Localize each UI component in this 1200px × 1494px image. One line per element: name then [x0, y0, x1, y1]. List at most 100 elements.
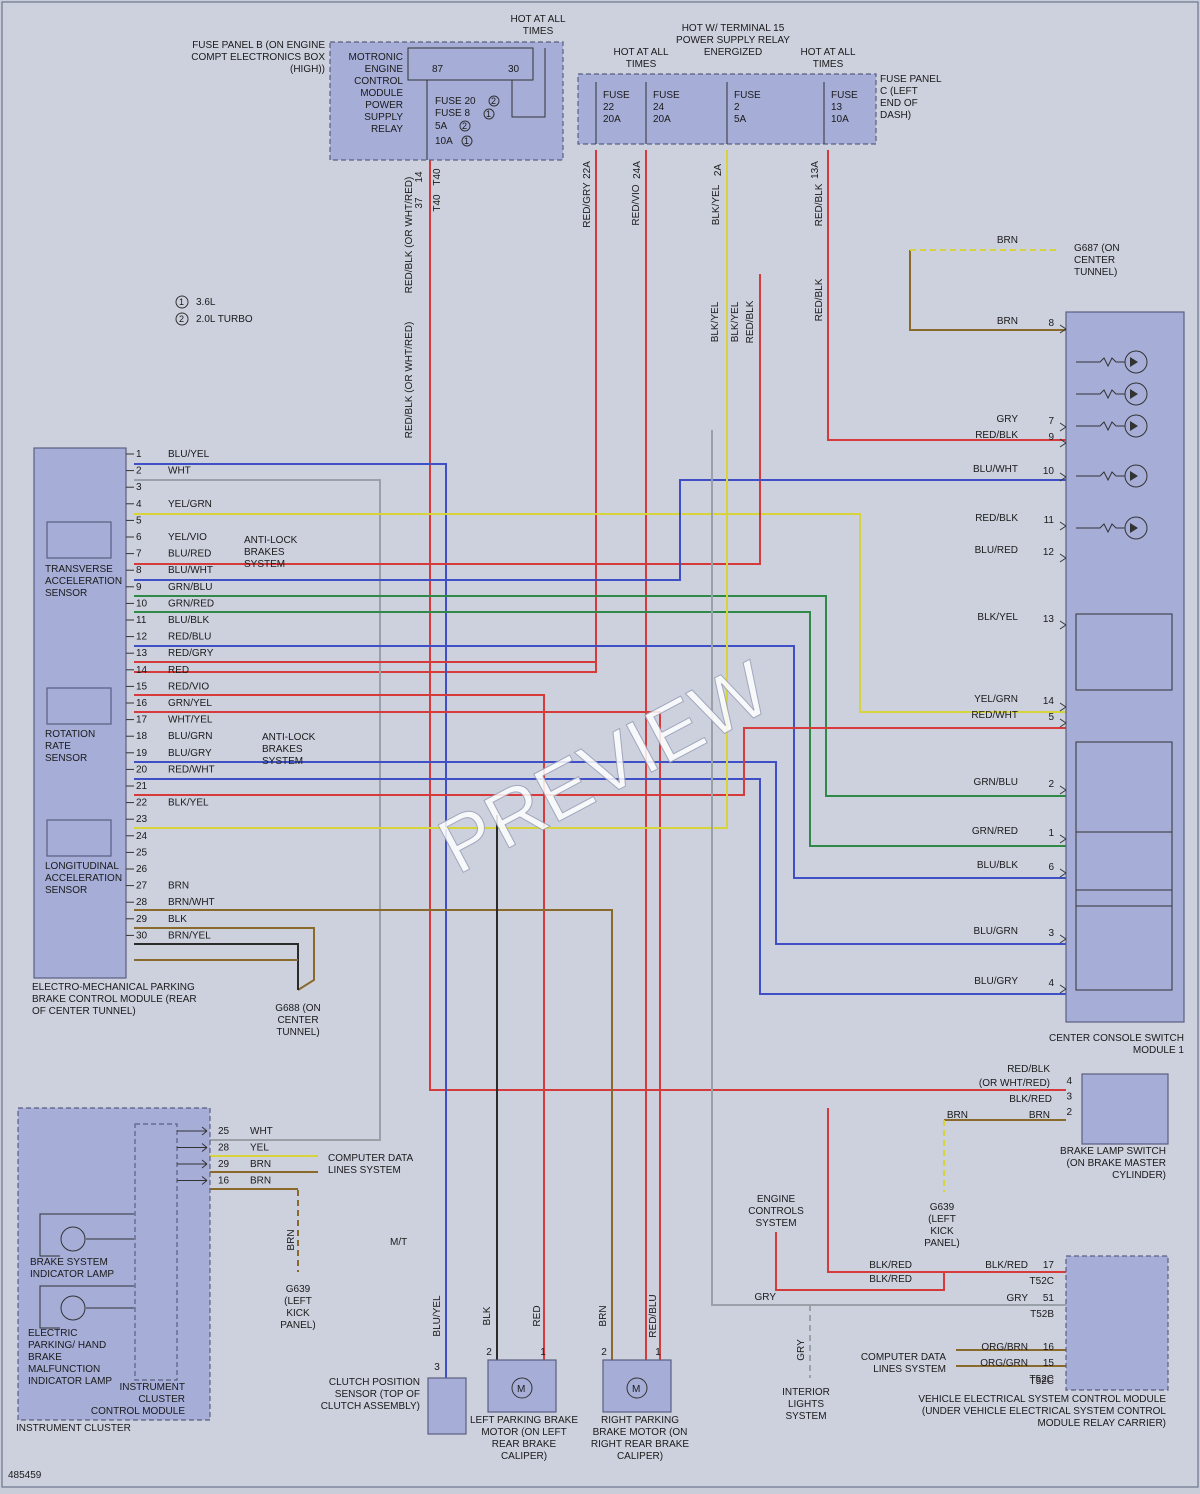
- vertical-wire-label: 37: [414, 197, 425, 209]
- epb-pin-wire: BLU/RED: [168, 549, 211, 560]
- fuse-b-10a: 10A: [435, 136, 453, 147]
- ic-pin-number: 29: [218, 1159, 230, 1170]
- console-pin-wire: BLU/BLK: [977, 860, 1018, 871]
- fuse8-label: FUSE 8: [435, 108, 470, 119]
- console-pin-wire: RED/BLK: [975, 430, 1018, 441]
- wire-red-gry: [134, 150, 597, 673]
- instrument-cluster-box: [17, 1107, 211, 1421]
- bls-pin-number: 2: [1066, 1107, 1072, 1118]
- vesc-pin-wire: ORG/GRN: [980, 1358, 1028, 1369]
- console-pin-wire: BLU/RED: [975, 545, 1018, 556]
- note-marker-2b: [459, 120, 471, 132]
- relay-contacts-box: [407, 47, 534, 81]
- console-pin-number: 5: [1048, 712, 1054, 723]
- vertical-wire-label: BLK/YEL: [730, 301, 741, 342]
- vertical-wire-label: RED/BLK (OR WHT/RED): [404, 322, 415, 439]
- epb-pin-wire: RED/WHT: [168, 764, 215, 775]
- fuse-c-pin: 22A: [582, 161, 593, 179]
- wire-red-wht: [134, 727, 1066, 796]
- vertical-wire-label: RED/VIO: [631, 184, 642, 225]
- vertical-wire-label: BLU/YEL: [432, 1295, 443, 1337]
- fuse-c-name: FUSE: [831, 90, 858, 101]
- console-pin-connector: [1059, 984, 1067, 994]
- ic-pin-number: 28: [218, 1143, 230, 1154]
- legend-text: 2.0L TURBO: [196, 314, 253, 325]
- console-pin-connector: [1059, 718, 1067, 728]
- blkred-wire-label: BLK/RED: [869, 1274, 912, 1285]
- console-pin-connector: [1059, 324, 1067, 334]
- wire-yel-grn: [134, 513, 1066, 713]
- epb-pin-number: 17: [136, 715, 148, 726]
- fuse-c-num: 22: [603, 102, 615, 113]
- fuse-c-amp: 10A: [831, 114, 849, 125]
- vesc-connector: T52B: [1030, 1309, 1054, 1320]
- ic-pin-connector: [177, 1159, 208, 1169]
- epb-pin-wire: GRN/BLU: [168, 582, 212, 593]
- ic-pin-wire: BRN: [250, 1159, 271, 1170]
- ic-pin-connector: [177, 1176, 208, 1185]
- fuse-c-name: FUSE: [734, 90, 761, 101]
- vertical-wire-label: T40: [432, 194, 443, 212]
- epb-pin-wire: BLU/YEL: [168, 449, 210, 460]
- rotation-sensor-box: [46, 687, 112, 725]
- epb-pin-number: 26: [136, 864, 148, 875]
- epb-pin-wire: BLU/GRY: [168, 748, 212, 759]
- epb-pin-number: 21: [136, 781, 148, 792]
- wire-blu-gry: [134, 778, 1066, 995]
- vertical-wire-label: BRN: [598, 1305, 609, 1326]
- epb-pin-wire: BRN/WHT: [168, 897, 215, 908]
- vesc-pin-number: 51: [1043, 1293, 1055, 1304]
- left-motor-box: [487, 1359, 557, 1413]
- epb-pin-number: 5: [136, 515, 142, 526]
- console-pin-labels: 8BRN7GRY9RED/BLK10BLU/WHT11RED/BLK12BLU/…: [971, 316, 1067, 994]
- console-switch-contact: [1075, 831, 1173, 907]
- wire-layer: [134, 150, 1066, 1378]
- vesc-connector: T52C: [1030, 1276, 1054, 1287]
- console-pin-number: 12: [1043, 547, 1055, 558]
- epb-pin-number: 25: [136, 847, 148, 858]
- wire-blk-yel: [134, 270, 728, 829]
- wire-engine-controls: [775, 1232, 945, 1291]
- blkred-wire-label: BLK/RED: [869, 1260, 912, 1271]
- console-pin-connector: [1059, 834, 1067, 844]
- vesc-pin-wire: ORG/BRN: [981, 1342, 1028, 1353]
- epb-pin-number: 15: [136, 681, 148, 692]
- epb-pin-number: 3: [136, 482, 142, 493]
- epb-pin-wire: RED/GRY: [168, 648, 214, 659]
- console-led-arrow: [1130, 471, 1138, 481]
- vertical-wire-label: RED: [532, 1305, 543, 1326]
- epb-pin-wire: RED/BLU: [168, 632, 211, 643]
- epb-pin-number: 18: [136, 731, 148, 742]
- brake-lamp-switch-box: [1081, 1073, 1169, 1145]
- console-pin-wire: BLU/WHT: [973, 464, 1018, 475]
- fuse-c-pin: 24A: [632, 161, 643, 179]
- wire-red-blk-9: [827, 150, 1066, 441]
- fuse-c-pin: 2A: [713, 164, 724, 177]
- relay-pin-30: 30: [508, 64, 520, 75]
- console-pin-number: 11: [1044, 515, 1055, 526]
- right-motor-icon: [626, 1377, 648, 1399]
- right-motor-pin-1: 1: [655, 1347, 661, 1358]
- diagram-id: 485459: [8, 1470, 42, 1481]
- vesc-connector: T52C: [1030, 1374, 1054, 1385]
- epb-pin-number: 23: [136, 814, 148, 825]
- console-pin-wire: BLU/GRY: [974, 976, 1018, 987]
- fuses-c-group: FUSE2220A22AFUSE2420A24AFUSE25A2AFUSE131…: [582, 82, 858, 179]
- vertical-wire-label: RED/BLK: [745, 300, 756, 343]
- epb-pin-wire: RED/VIO: [168, 681, 209, 692]
- wire-blu-blk: [134, 645, 1066, 879]
- console-pin-number: 9: [1048, 432, 1054, 443]
- ic-control-module-box: [134, 1123, 178, 1381]
- vesc-pin-number: 17: [1043, 1260, 1055, 1271]
- fuse-b-5a: 5A: [435, 121, 448, 132]
- vertical-wire-label: BLK/YEL: [711, 184, 722, 225]
